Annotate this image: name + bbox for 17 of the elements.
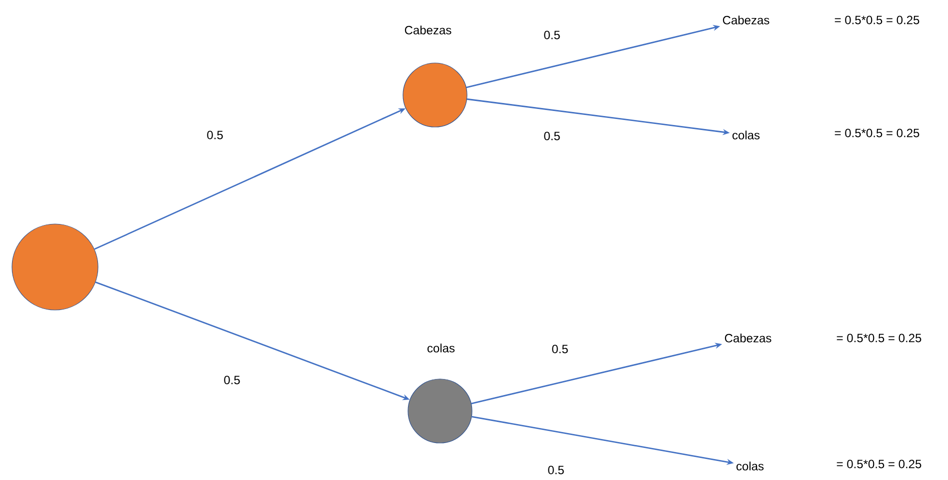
outcome-label: Cabezas — [722, 16, 770, 24]
edge-label: 0.5 — [542, 30, 562, 40]
outcome-label: colas — [736, 462, 764, 470]
edge-label: 0.5 — [206, 130, 224, 140]
circle-node — [12, 224, 98, 310]
probability-text: = 0.5*0.5 = 0.25 — [834, 16, 920, 24]
edge-label: 0.5 — [546, 464, 566, 476]
edge-label: 0.5 — [222, 374, 242, 386]
probability-text: = 0.5*0.5 = 0.25 — [834, 128, 920, 138]
probability-text: = 0.5*0.5 = 0.25 — [836, 460, 922, 468]
edge-label: 0.5 — [550, 344, 570, 354]
probability-text: = 0.5*0.5 = 0.25 — [836, 334, 922, 342]
outcome-label: Cabezas — [724, 334, 772, 342]
edge-label: 0.5 — [542, 130, 562, 142]
node-heading: Cabezas — [404, 26, 452, 34]
node-heading: colas — [428, 344, 455, 352]
outcome-label: colas — [732, 130, 760, 140]
